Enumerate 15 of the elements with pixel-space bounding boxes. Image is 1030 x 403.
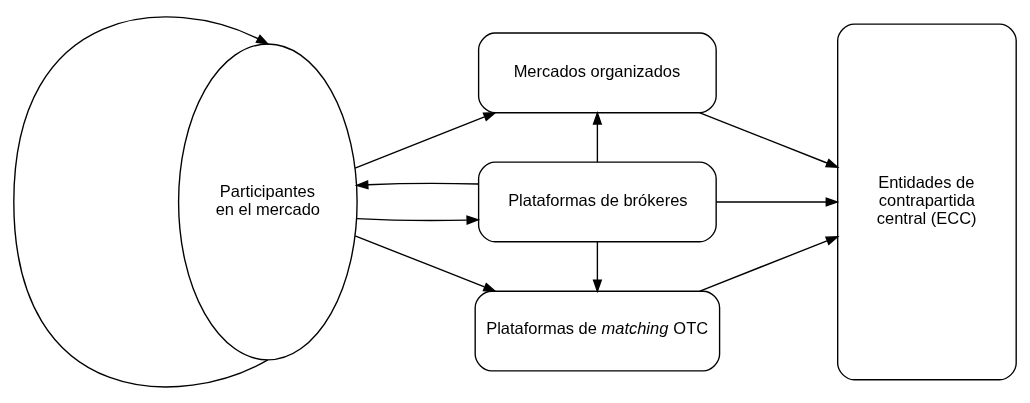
node-ellipse: Participantes en el mercado: [177, 42, 358, 361]
arrow: [699, 235, 840, 292]
node-box: Entidades de contrapartida central (ECC): [837, 22, 1017, 380]
arrow: [354, 111, 497, 169]
arrow: [592, 110, 603, 163]
node-box: Plataformas de brókeres: [477, 160, 717, 242]
arrow: [354, 234, 497, 292]
arrow: [13, 16, 270, 388]
node-box: Plataformas de matching OTC: [474, 290, 721, 372]
node-box: Mercados organizados: [477, 31, 717, 113]
arrow: [715, 196, 840, 207]
arrow: [356, 214, 481, 225]
arrow: [592, 240, 603, 293]
arrow: [699, 111, 840, 168]
arrow: [354, 179, 479, 190]
